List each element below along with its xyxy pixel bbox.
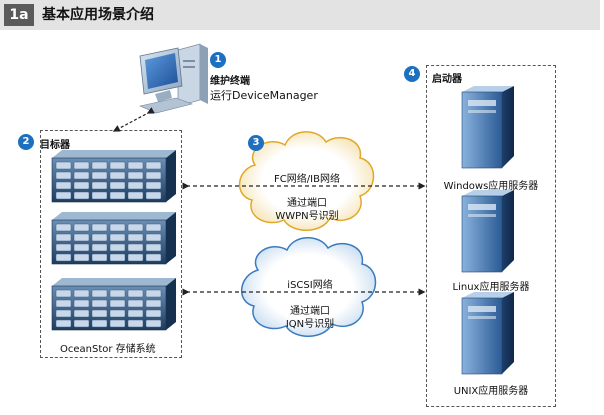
maintenance-subtitle: 运行DeviceManager	[210, 89, 318, 102]
storage-label: OceanStor 存储系统	[60, 344, 156, 355]
badge-2: 2	[18, 134, 34, 150]
terminal-link-arrow	[112, 107, 155, 132]
server-label-linux: Linux应用服务器	[452, 282, 530, 293]
badge-3: 3	[248, 135, 264, 151]
fc-network-cloud	[238, 131, 375, 231]
maintenance-title: 维护终端	[210, 76, 250, 87]
fc-port-label: 通过端口	[287, 198, 327, 209]
badge-1: 1	[210, 52, 226, 68]
badge-4: 4	[404, 66, 420, 82]
iscsi-port-label: 通过端口	[290, 306, 330, 317]
server-icon	[461, 86, 514, 169]
fc-wwpn-label: WWPN号识别	[275, 211, 339, 222]
fc-network-label: FC网络/IB网络	[274, 174, 340, 185]
server-icon	[461, 292, 514, 375]
target-title: 目标器	[40, 140, 70, 151]
target-region	[40, 130, 182, 358]
section-tag: 1a	[4, 4, 34, 26]
server-label-windows: Windows应用服务器	[443, 181, 539, 192]
initiator-title: 启动器	[432, 74, 462, 85]
maintenance-computer-icon	[139, 43, 208, 114]
iscsi-network-label: iSCSI网络	[287, 280, 333, 291]
storage-array-icon	[51, 278, 176, 331]
initiator-region	[426, 65, 556, 407]
iscsi-network-cloud	[240, 237, 377, 337]
server-icon	[461, 190, 514, 273]
section-header: 1a 基本应用场景介绍	[0, 0, 600, 30]
storage-array-icon	[51, 212, 176, 265]
storage-array-icon	[51, 150, 176, 203]
section-title: 基本应用场景介绍	[42, 7, 154, 23]
iscsi-iqn-label: IQN号识别	[285, 319, 335, 330]
storage-arrays	[51, 150, 176, 331]
server-label-unix: UNIX应用服务器	[453, 386, 529, 397]
application-servers	[461, 86, 514, 375]
